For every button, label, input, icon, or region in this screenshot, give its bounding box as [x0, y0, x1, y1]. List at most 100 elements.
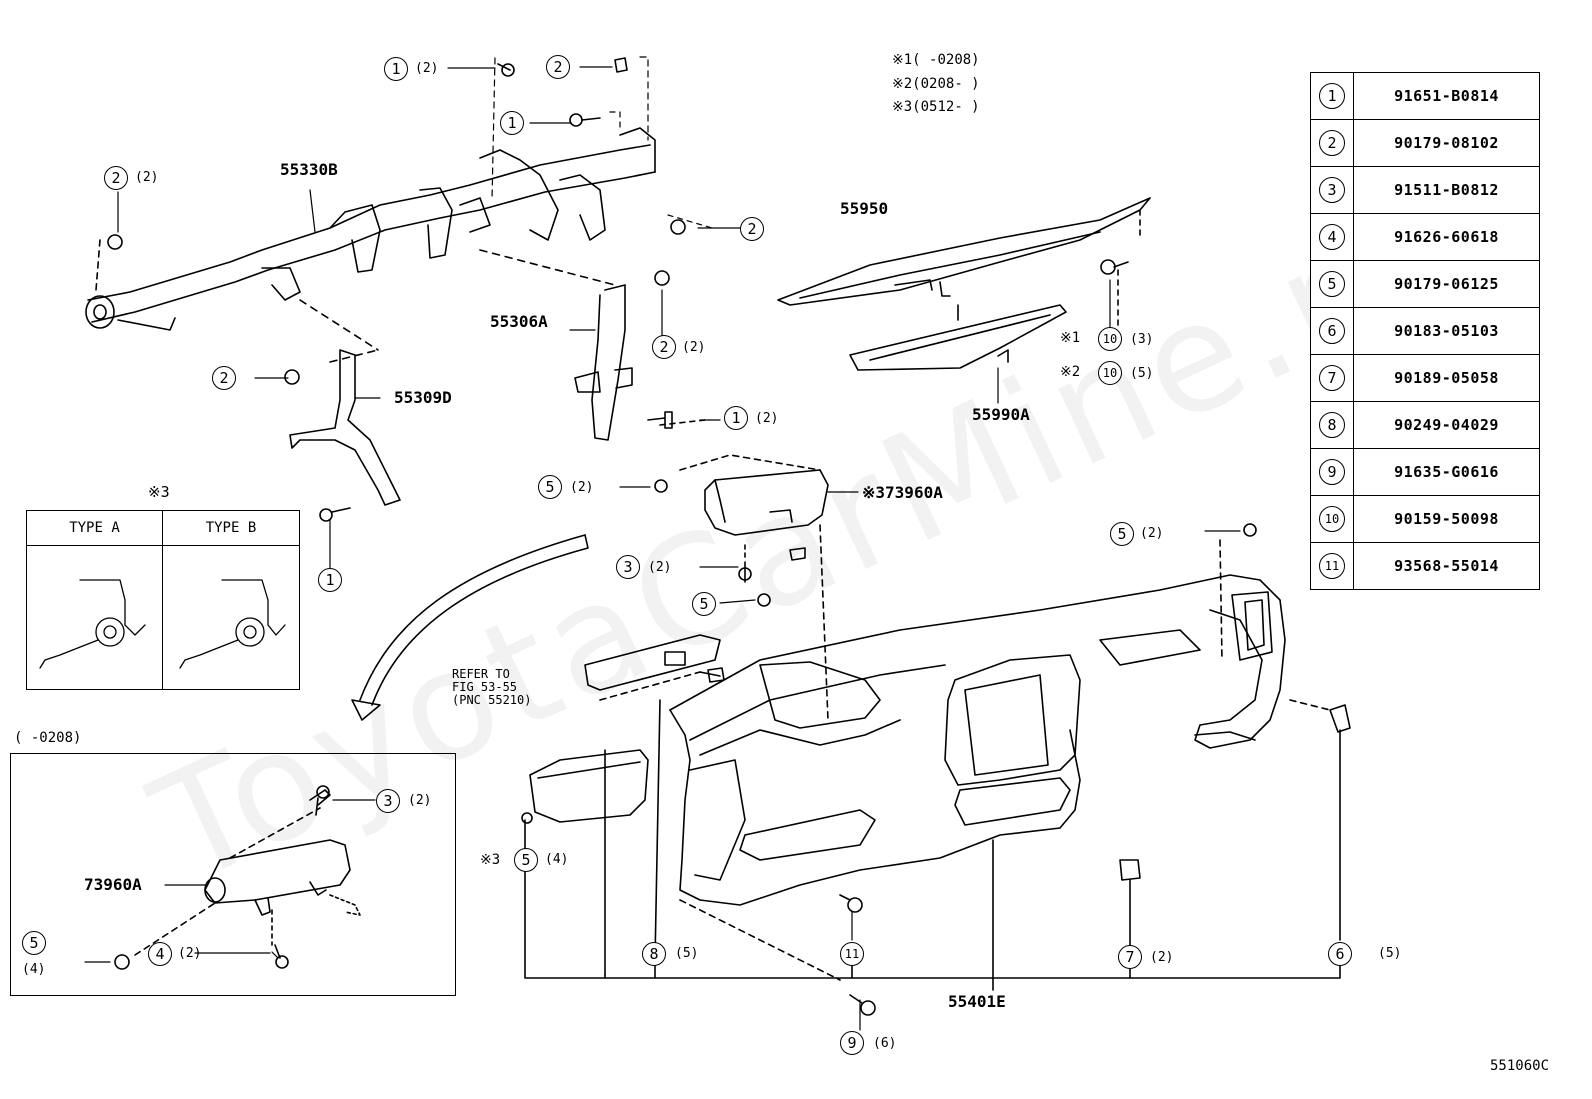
- callout-qty: (5): [1130, 366, 1154, 381]
- airbag-373960a-drawing: [679, 454, 829, 721]
- parts-table-key-number: 9: [1319, 459, 1345, 485]
- parts-table-key: 5: [1310, 260, 1354, 308]
- parts-table-key: 8: [1310, 401, 1354, 449]
- glove-box-door-drawing: [529, 749, 649, 976]
- type-box: TYPE A TYPE B: [26, 510, 300, 690]
- parts-table-key-number: 3: [1319, 177, 1345, 203]
- callout-qty: (2): [408, 793, 432, 808]
- part-label-55330b: 55330B: [280, 160, 338, 179]
- type-box-mark: ※3: [148, 483, 170, 501]
- part-label-55306a: 55306A: [490, 312, 548, 331]
- type-ab-drawings: [39, 579, 286, 669]
- parts-table-key-number: 2: [1319, 130, 1345, 156]
- parts-table-key-number: 8: [1319, 412, 1345, 438]
- part-label-73960a: 73960A: [84, 875, 142, 894]
- note-3: ※3(0512- ): [892, 99, 980, 115]
- clips-drawing: [1119, 704, 1351, 946]
- parts-table-key-number: 5: [1319, 271, 1345, 297]
- parts-table-part-number: 90183-05103: [1353, 307, 1540, 355]
- brace-55306a-drawing: [479, 249, 706, 441]
- callout-5: 5: [538, 475, 562, 499]
- parts-table-key: 3: [1310, 166, 1354, 214]
- callout-qty: (2): [178, 946, 202, 961]
- parts-table-key: 2: [1310, 119, 1354, 167]
- callout-6: 6: [1328, 942, 1352, 966]
- type-a-header: TYPE A: [27, 511, 163, 546]
- callout-qty: (2): [682, 340, 706, 355]
- leader-lines: [84, 56, 1241, 1031]
- parts-table-row: 8 90249-04029: [1310, 401, 1540, 449]
- parts-table-row: 3 91511-B0812: [1310, 166, 1540, 214]
- assembly-bracket-drawing: [524, 819, 1341, 991]
- callout-qty: (2): [755, 411, 779, 426]
- callout-5: 5: [22, 931, 46, 955]
- callout-qty: (4): [22, 962, 46, 977]
- callout-3: 3: [616, 555, 640, 579]
- parts-table-row: 5 90179-06125: [1310, 260, 1540, 308]
- part-label-55990a: 55990A: [972, 405, 1030, 424]
- part-label-55309d: 55309D: [394, 388, 452, 407]
- callout-2: 2: [740, 217, 764, 241]
- parts-table-part-number: 90159-50098: [1353, 495, 1540, 543]
- callout-5: 5: [514, 848, 538, 872]
- parts-table-part-number: 93568-55014: [1353, 542, 1540, 590]
- reinforcement-beam-drawing: [85, 127, 656, 331]
- callout-qty: (2): [1150, 950, 1174, 965]
- callout-1: 1: [724, 406, 748, 430]
- inset-airbag-drawing: [134, 789, 361, 956]
- callout-7: 7: [1118, 945, 1142, 969]
- parts-table-part-number: 90179-06125: [1353, 260, 1540, 308]
- parts-table-key: 4: [1310, 213, 1354, 261]
- parts-table-key: 7: [1310, 354, 1354, 402]
- parts-table-key: 10: [1310, 495, 1354, 543]
- callout-11: 11: [840, 942, 864, 966]
- panel-55990a-drawing: [849, 269, 1119, 371]
- callout-qty: (2): [135, 170, 159, 185]
- refer-note: REFER TO FIG 53-55 (PNC 55210): [452, 667, 532, 707]
- callout-qty: (2): [570, 480, 594, 495]
- part-label-55950: 55950: [840, 199, 889, 218]
- callout-qty: (5): [1378, 946, 1402, 961]
- parts-table-row: 10 90159-50098: [1310, 495, 1540, 543]
- fastener-drawings: [107, 57, 1257, 1016]
- callout-10: 10: [1098, 361, 1122, 385]
- parts-table-key-number: 10: [1319, 506, 1345, 532]
- callout-1: 1: [318, 568, 342, 592]
- direction-arrow-drawing: [351, 534, 589, 721]
- part-label-373960a: ※373960A: [862, 483, 943, 502]
- callout-5: 5: [1110, 522, 1134, 546]
- parts-table-key: 9: [1310, 448, 1354, 496]
- inset-caption: ( -0208): [14, 730, 82, 746]
- callout-mark: ※3: [480, 852, 501, 868]
- parts-table-part-number: 91626-60618: [1353, 213, 1540, 261]
- callout-9: 9: [840, 1031, 864, 1055]
- callout-qty: (2): [648, 560, 672, 575]
- type-b-header: TYPE B: [163, 511, 299, 546]
- parts-table-part-number: 91511-B0812: [1353, 166, 1540, 214]
- callout-mark: ※1: [1060, 330, 1081, 346]
- parts-table-key-number: 11: [1319, 553, 1345, 579]
- callout-2: 2: [652, 335, 676, 359]
- refer-panel-drawing: [584, 634, 721, 701]
- parts-table-part-number: 90189-05058: [1353, 354, 1540, 402]
- parts-table-key-number: 7: [1319, 365, 1345, 391]
- parts-table-part-number: 90249-04029: [1353, 401, 1540, 449]
- panel-55950-drawing: [777, 197, 1151, 306]
- part-label-55401e: 55401E: [948, 992, 1006, 1011]
- callout-2: 2: [104, 166, 128, 190]
- callout-1: 1: [500, 111, 524, 135]
- callout-1: 1: [384, 57, 408, 81]
- parts-table-row: 11 93568-55014: [1310, 542, 1540, 590]
- callout-5: 5: [692, 592, 716, 616]
- parts-table-key: 11: [1310, 542, 1354, 590]
- callout-2: 2: [212, 366, 236, 390]
- parts-table-key-number: 6: [1319, 318, 1345, 344]
- type-box-divider: [162, 511, 163, 689]
- callout-qty: (6): [873, 1036, 897, 1051]
- brace-55309d-drawing: [289, 299, 401, 506]
